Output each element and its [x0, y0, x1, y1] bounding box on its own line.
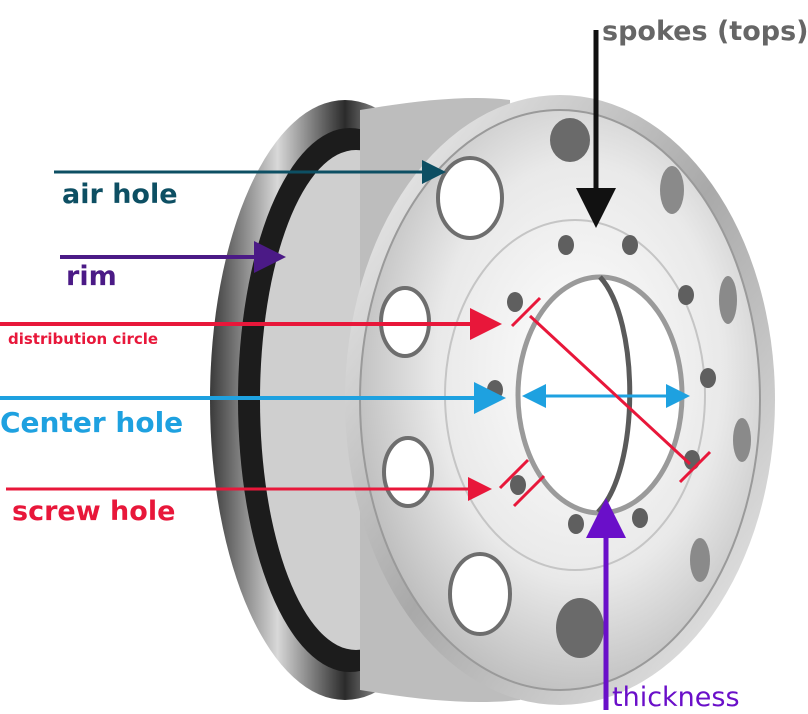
spokes-label: spokes (tops) [602, 16, 808, 47]
rim-label: rim [66, 261, 117, 292]
air-holes [379, 118, 751, 658]
center-hole-label: Center hole [0, 406, 183, 439]
distribution-circle-diameter [510, 296, 712, 484]
thickness-label: thickness [612, 682, 740, 713]
screw-hole-label: screw hole [12, 496, 175, 527]
screw-hole-width-markers [498, 458, 546, 508]
distribution-circle-label: distribution circle [8, 330, 158, 348]
air-hole-label: air hole [62, 179, 178, 210]
